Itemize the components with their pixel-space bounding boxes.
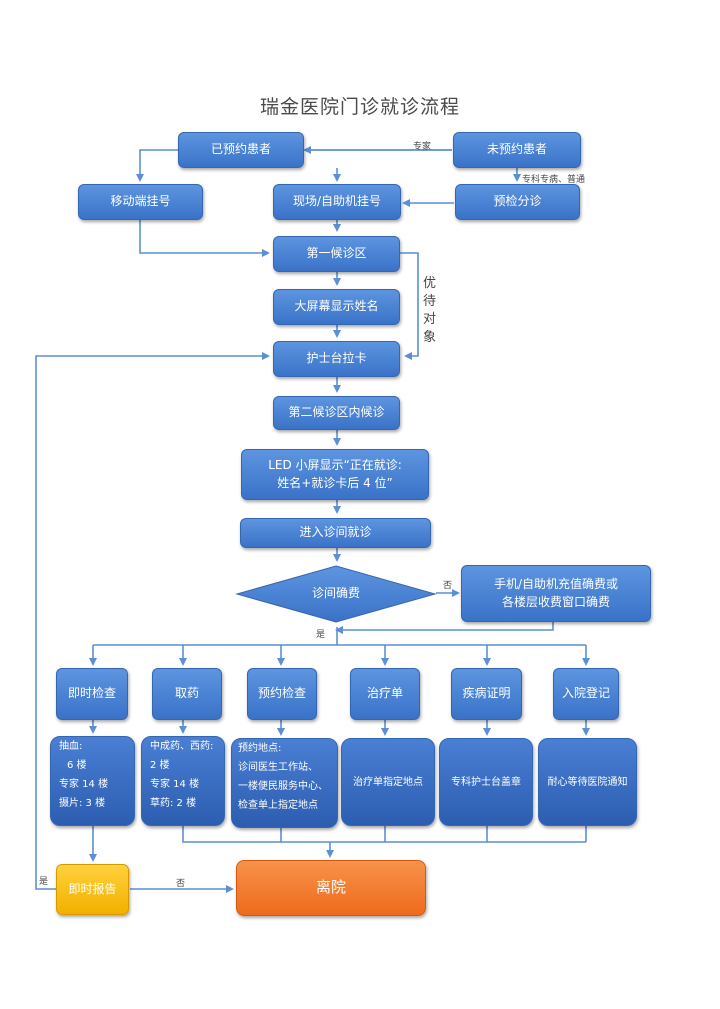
exam-detail-line: 6 楼: [67, 760, 87, 771]
specialty-label: 专科专病、普通: [522, 175, 586, 185]
admission-detail: 耐心等待医院通知: [538, 738, 637, 826]
treatment-detail: 治疗单指定地点: [341, 738, 435, 826]
exam-detail-line: 抽血:: [59, 741, 83, 752]
payment-line-1: 手机/自助机充值确费或: [493, 577, 619, 592]
no-fee-label: 否: [443, 581, 453, 591]
appointment-exam-node: 预约检查: [247, 668, 317, 720]
confirm-fee-diamond: [235, 565, 437, 623]
appointment-exam-detail: 预约地点: 诊间医生工作站、 一楼便民服务中心、 检查单上指定地点: [231, 738, 338, 828]
medicine-detail-line: 2 楼: [150, 760, 170, 771]
waiting-area-1-node: 第一候诊区: [273, 236, 400, 272]
treatment-sheet-node: 治疗单: [350, 668, 420, 720]
admission-registration-node: 入院登记: [553, 668, 619, 720]
payment-options-node: 手机/自助机充值确费或 各楼层收费窗口确费: [461, 565, 651, 622]
led-line-2: 姓名+就诊卡后 4 位”: [277, 475, 393, 490]
instant-exam-detail: 抽血: 6 楼 专家 14 楼 摄片: 3 楼: [50, 736, 135, 826]
payment-line-2: 各楼层收费窗口确费: [501, 594, 610, 609]
confirm-fee-label: 诊间确费: [311, 586, 360, 600]
medicine-pickup-node: 取药: [152, 668, 222, 720]
appt-detail-line: 预约地点:: [238, 743, 282, 754]
enter-consult-room-node: 进入诊间就诊: [240, 518, 431, 548]
nurse-station-card-node: 护士台拉卡: [273, 341, 400, 377]
expert-label: 专家: [413, 142, 432, 152]
triage-node: 预检分诊: [455, 184, 580, 220]
appt-detail-line: 检查单上指定地点: [238, 800, 318, 811]
appointed-patients-node: 已预约患者: [178, 132, 304, 168]
exam-detail-line: 摄片: 3 楼: [59, 798, 106, 809]
page-title: 瑞金医院门诊就诊流程: [259, 96, 460, 118]
no-report-label: 否: [176, 879, 186, 889]
medicine-detail: 中成药、西药: 2 楼 专家 14 楼 草药: 2 楼: [141, 736, 225, 826]
certificate-detail: 专科护士台盖章: [439, 738, 533, 826]
illness-certificate-node: 疾病证明: [451, 668, 522, 720]
medicine-detail-line: 中成药、西药:: [150, 741, 214, 752]
unappointed-patients-node: 未预约患者: [453, 132, 581, 168]
instant-exam-node: 即时检查: [56, 668, 128, 720]
big-screen-name-node: 大屏幕显示姓名: [273, 289, 400, 325]
appt-detail-line: 诊间医生工作站、: [238, 762, 318, 773]
led-display-node: LED 小屏显示“正在就诊: 姓名+就诊卡后 4 位”: [241, 449, 429, 500]
onsite-registration-node: 现场/自助机挂号: [273, 184, 401, 220]
yes-fee-label: 是: [316, 630, 326, 640]
mobile-registration-node: 移动端挂号: [78, 184, 203, 220]
led-line-1: LED 小屏显示“正在就诊:: [268, 458, 402, 473]
leave-hospital-node: 离院: [236, 860, 426, 916]
medicine-detail-line: 草药: 2 楼: [150, 798, 197, 809]
priority-label: 优待对象: [423, 276, 437, 345]
yes-report-label: 是: [39, 877, 49, 887]
appt-detail-line: 一楼便民服务中心、: [238, 781, 328, 792]
waiting-area-2-node: 第二候诊区内候诊: [273, 396, 400, 430]
instant-report-node: 即时报告: [56, 864, 129, 915]
medicine-detail-line: 专家 14 楼: [150, 779, 200, 790]
exam-detail-line: 专家 14 楼: [59, 779, 109, 790]
